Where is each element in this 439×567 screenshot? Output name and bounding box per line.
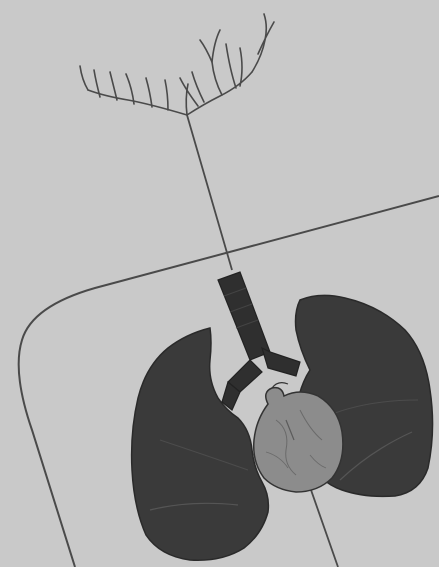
nerve-fiber <box>187 115 232 270</box>
nerve-branches <box>80 14 274 115</box>
trachea <box>218 272 300 410</box>
